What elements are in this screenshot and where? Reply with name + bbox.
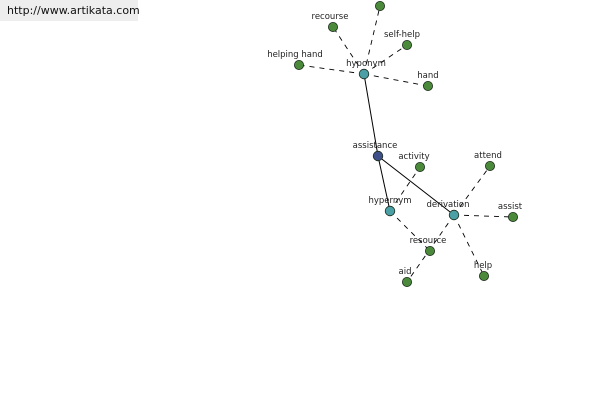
node-circle-hypernym[interactable] [384, 205, 396, 217]
node-circle-aid[interactable] [401, 276, 412, 287]
edge-assistance-to-derivation [377, 155, 455, 216]
node-activity[interactable]: activity [398, 152, 430, 172]
node-circle-activity[interactable] [414, 161, 425, 172]
node-circle-resource[interactable] [424, 245, 435, 256]
node-label-attend[interactable]: attend [474, 151, 502, 161]
edge-assistance-to-hyponym [363, 73, 379, 157]
node-recourse[interactable]: recourse [312, 12, 349, 32]
node-label-recourse[interactable]: recourse [312, 12, 349, 22]
node-assist[interactable]: assist [498, 202, 523, 222]
node-resource[interactable]: resource [410, 236, 447, 256]
edge-hypernym-to-activity [389, 166, 421, 212]
node-label-hypernym[interactable]: hypernym [368, 196, 411, 206]
edge-derivation-to-assist [453, 214, 514, 218]
edge-hyponym-to-unlabeled-top [363, 5, 381, 75]
node-circle-assist[interactable] [507, 211, 518, 222]
node-circle-help[interactable] [478, 270, 489, 281]
node-circle-helping-hand[interactable] [293, 60, 304, 71]
edge-derivation-to-help [453, 214, 485, 277]
node-self-help[interactable]: self-help [384, 30, 420, 51]
node-label-assistance[interactable]: assistance [353, 141, 398, 151]
node-aid[interactable]: aid [399, 267, 412, 287]
url-banner[interactable]: http://www.artikata.com [0, 0, 140, 21]
node-hypernym[interactable]: hypernym [368, 196, 412, 217]
node-circle-recourse[interactable] [327, 21, 338, 32]
node-unlabeled-top[interactable] [374, 1, 385, 11]
node-circle-hand[interactable] [422, 81, 433, 92]
node-circle-self-help[interactable] [401, 40, 412, 51]
node-hyponym[interactable]: hyponym [346, 59, 386, 80]
node-derivation[interactable]: derivation [426, 200, 470, 221]
node-label-helping-hand[interactable]: helping hand [267, 50, 323, 60]
edge-hyponym-to-self-help [363, 44, 408, 75]
node-label-hyponym[interactable]: hyponym [346, 59, 386, 69]
edge-derivation-to-attend [453, 165, 491, 216]
url-link[interactable]: http://www.artikata.com [7, 4, 140, 17]
node-label-help[interactable]: help [474, 261, 492, 271]
node-circle-derivation[interactable] [448, 209, 460, 221]
node-assistance[interactable]: assistance [353, 141, 398, 162]
node-circle-unlabeled-top[interactable] [374, 1, 385, 11]
edge-assistance-to-hypernym [377, 155, 391, 212]
node-label-derivation[interactable]: derivation [426, 200, 469, 210]
node-circle-assistance[interactable] [372, 150, 384, 162]
node-help[interactable]: help [474, 261, 492, 281]
node-circle-attend[interactable] [484, 160, 495, 171]
node-helping-hand[interactable]: helping hand [267, 50, 323, 71]
node-label-resource[interactable]: resource [410, 236, 447, 246]
edge-hyponym-to-helping-hand [298, 64, 365, 75]
nodes-layer: assistance hyponym hypernym derivation recou… [267, 1, 523, 287]
node-label-assist[interactable]: assist [498, 202, 523, 212]
node-label-self-help[interactable]: self-help [384, 30, 420, 40]
node-label-activity[interactable]: activity [398, 152, 429, 162]
node-hand[interactable]: hand [417, 71, 439, 92]
node-label-aid[interactable]: aid [399, 267, 412, 277]
node-label-hand[interactable]: hand [417, 71, 438, 81]
node-circle-hyponym[interactable] [358, 68, 370, 80]
node-attend[interactable]: attend [474, 151, 502, 171]
edge-hyponym-to-hand [363, 73, 429, 87]
